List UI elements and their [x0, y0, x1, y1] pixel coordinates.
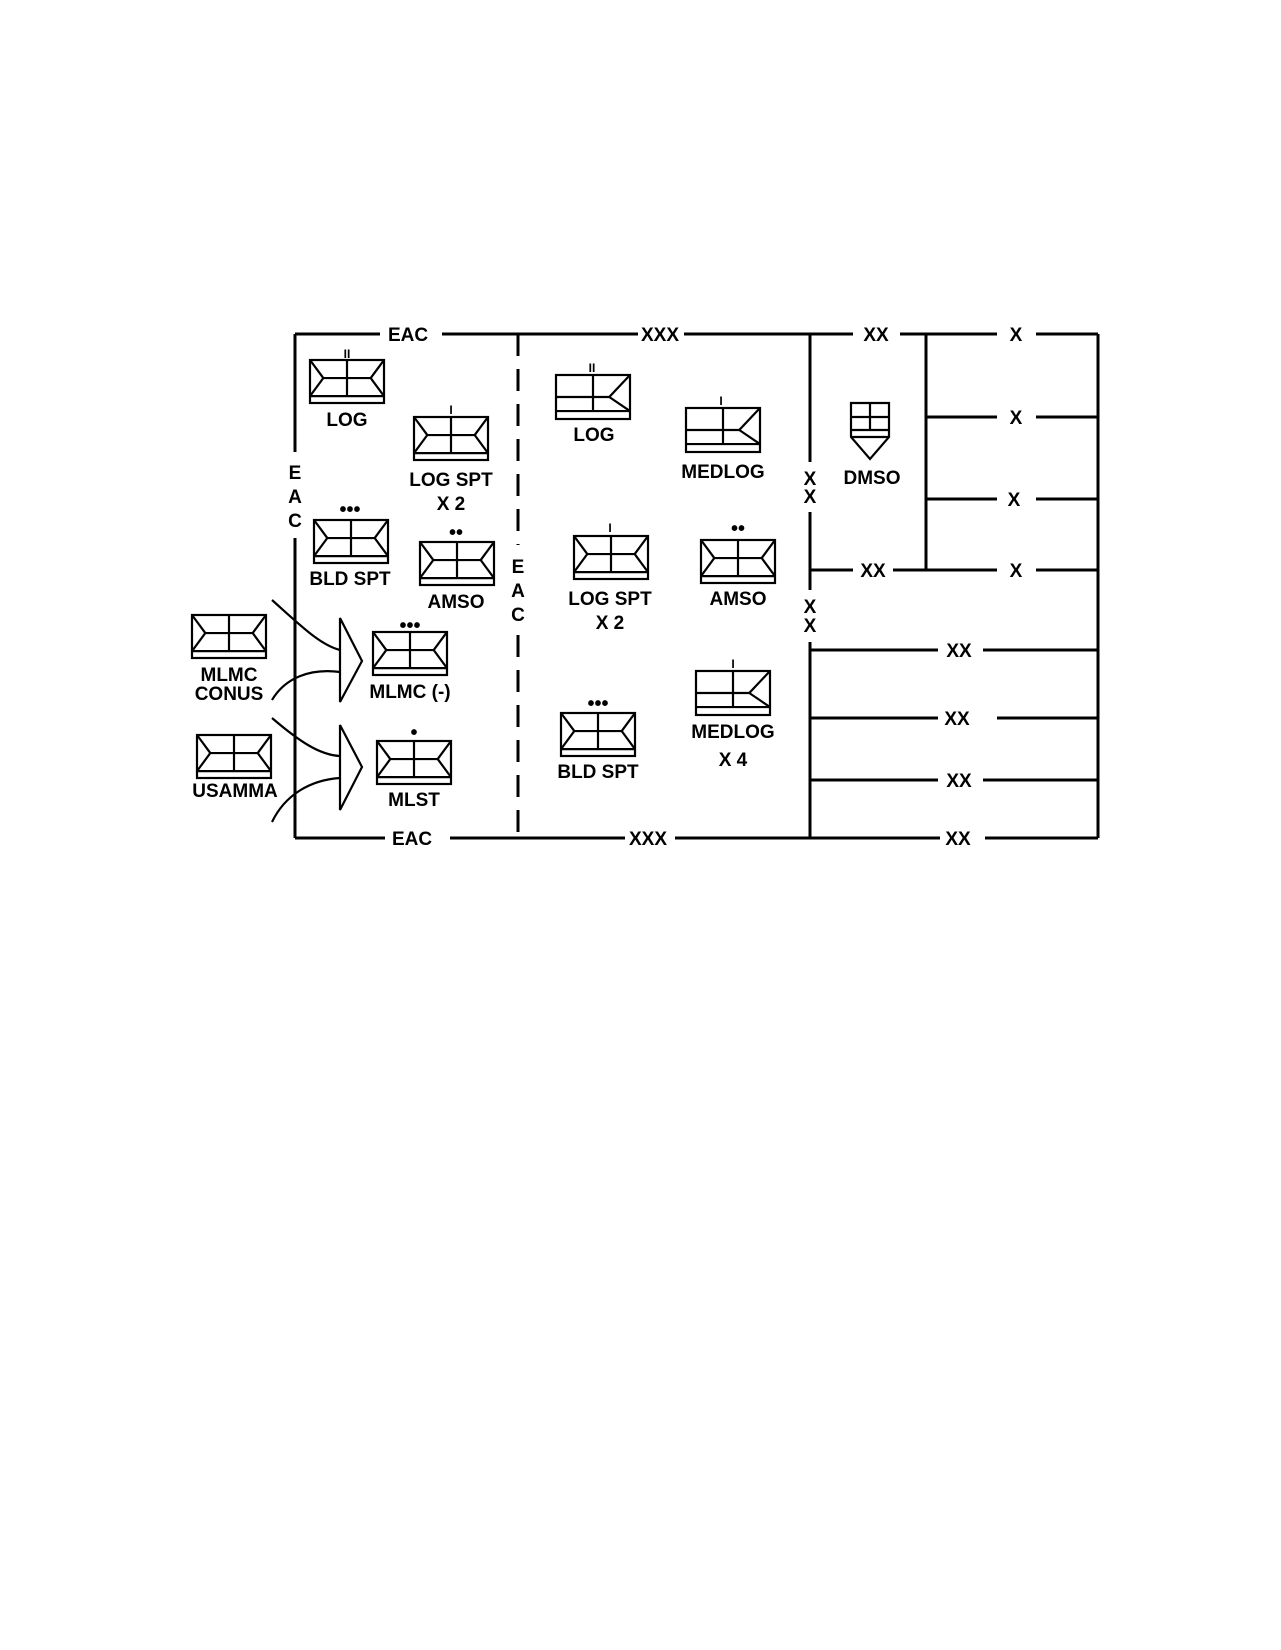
- division-xx-label-upper: XX: [860, 561, 886, 582]
- corps-medlog-symbol: [684, 406, 762, 454]
- corps-bld-spt-label: BLD SPT: [557, 762, 639, 783]
- eac-top-label: EAC: [388, 325, 428, 346]
- eac-amso-symbol: [418, 540, 496, 587]
- eac-middle-vertical-e: E: [512, 557, 525, 578]
- xx-lower-vertical-1: X: [804, 597, 817, 618]
- corps-log-spt-count: X 2: [596, 613, 625, 634]
- division-label-3: XX: [946, 771, 972, 792]
- eac-mlst-size: •: [410, 722, 417, 744]
- corps-medlog-x4-size: I: [731, 657, 734, 671]
- mlmc-conus-label-line2: CONUS: [195, 684, 264, 705]
- eac-log-symbol: [308, 358, 386, 405]
- corps-log-spt-symbol: [572, 534, 650, 581]
- eac-middle-vertical-c: C: [511, 605, 525, 626]
- eac-amso-size: ••: [449, 522, 463, 544]
- eac-middle-vertical-a: A: [511, 581, 525, 602]
- corps-medlog-size: I: [719, 394, 722, 408]
- eac-amso-label: AMSO: [428, 592, 485, 613]
- arrow-curve-lower-bottom: [271, 776, 341, 823]
- division-label-2: XX: [944, 709, 970, 730]
- corps-amso-size: ••: [731, 518, 745, 540]
- unit-labels: II LOG I LOG SPT X 2 ••• BLD SPT •• AMSO…: [192, 347, 900, 811]
- arrow-curve-lower-top: [271, 717, 341, 758]
- supply-flow-arrows: [271, 599, 364, 823]
- corps-log-spt-size: I: [608, 521, 611, 535]
- corps-medlog-x4-label: MEDLOG: [691, 722, 774, 743]
- corps-log-symbol: [554, 373, 632, 421]
- external-usamma-symbol: [195, 733, 273, 780]
- x-top-label: X: [1010, 325, 1023, 346]
- eac-bld-spt-label: BLD SPT: [309, 569, 391, 590]
- corps-log-label: LOG: [573, 425, 614, 446]
- eac-log-spt-size: I: [449, 403, 452, 417]
- brigade-label-2: X: [1008, 490, 1021, 511]
- units: [190, 358, 891, 786]
- xx-bottom-label: XX: [945, 829, 971, 850]
- eac-log-spt-symbol: [412, 415, 490, 462]
- eac-left-vertical-a: A: [288, 487, 302, 508]
- arrow-curve-upper-top: [271, 599, 341, 652]
- boundary-lines: [293, 332, 1100, 840]
- eac-log-label: LOG: [326, 410, 367, 431]
- eac-mlst-symbol: [375, 739, 453, 786]
- corps-amso-symbol: [699, 538, 777, 585]
- arrow-head-lower: [338, 724, 364, 811]
- corps-log-size: II: [589, 361, 596, 375]
- division-dmso-symbol: [849, 401, 891, 461]
- brigade-label-1: X: [1010, 408, 1023, 429]
- eac-log-spt-count: X 2: [437, 494, 466, 515]
- arrow-head-upper: [338, 617, 364, 703]
- eac-mlmc-label: MLMC (-): [369, 682, 450, 703]
- division-dmso-label: DMSO: [844, 468, 901, 489]
- division-label-1: XX: [946, 641, 972, 662]
- corps-medlog-label: MEDLOG: [681, 462, 764, 483]
- eac-bld-spt-symbol: [312, 518, 390, 565]
- xxx-top-label: XXX: [641, 325, 679, 346]
- xx-top-label: XX: [863, 325, 889, 346]
- xx-lower-vertical-2: X: [804, 616, 817, 637]
- eac-bld-spt-size: •••: [339, 499, 360, 521]
- corps-bld-spt-size: •••: [587, 693, 608, 715]
- eac-log-size: II: [344, 347, 351, 361]
- eac-mlmc-size: •••: [399, 615, 420, 637]
- eac-log-spt-label: LOG SPT: [409, 470, 493, 491]
- brigade-label-3: X: [1010, 561, 1023, 582]
- corps-bld-spt-symbol: [559, 711, 637, 758]
- eac-left-vertical-e: E: [289, 463, 302, 484]
- external-mlmc-conus-symbol: [190, 613, 268, 660]
- eac-left-vertical-c: C: [288, 511, 302, 532]
- corps-medlog-x4-count: X 4: [719, 750, 748, 771]
- xxx-bottom-label: XXX: [629, 829, 667, 850]
- corps-log-spt-label: LOG SPT: [568, 589, 652, 610]
- usamma-label: USAMMA: [192, 781, 278, 802]
- xx-upper-vertical-1: X: [804, 469, 817, 490]
- eac-bottom-label: EAC: [392, 829, 432, 850]
- eac-mlmc-symbol: [371, 630, 449, 677]
- corps-medlog-x4-symbol: [694, 669, 772, 717]
- arrow-curve-upper-bottom: [271, 670, 341, 701]
- mlmc-conus-label-line1: MLMC: [201, 665, 258, 686]
- echelon-labels: EAC XXX XX X E A C E A C X X X X EAC XXX…: [288, 325, 1023, 850]
- xx-upper-vertical-2: X: [804, 487, 817, 508]
- corps-amso-label: AMSO: [710, 589, 767, 610]
- eac-mlst-label: MLST: [388, 790, 440, 811]
